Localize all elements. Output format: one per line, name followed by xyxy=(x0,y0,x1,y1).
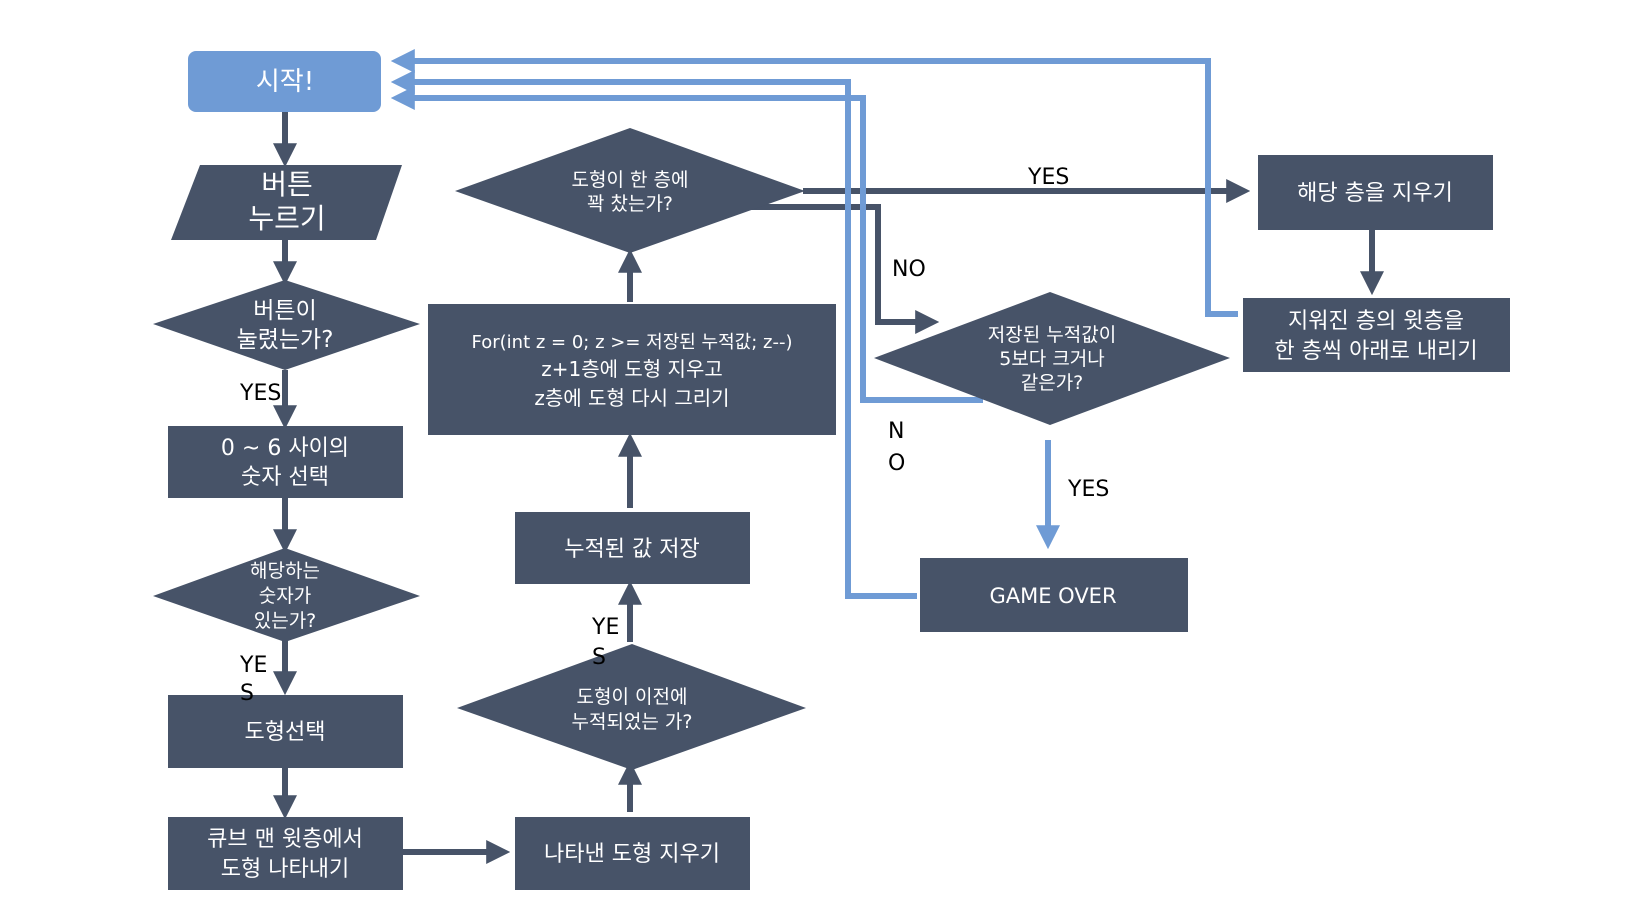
yes-button-pressed-label: YES xyxy=(239,381,281,406)
button-pressed-diamond xyxy=(153,280,420,370)
yes-number-exists-label-2: S xyxy=(240,681,254,706)
save-accumulated-node: 누적된 값 저장 xyxy=(515,512,750,584)
clear-layer-label: 해당 층을 지우기 xyxy=(1297,181,1453,206)
number-exists-label-3: 있는가? xyxy=(254,610,317,632)
no-layer-full-label: NO xyxy=(892,257,926,282)
number-exists-decision: 해당하는 숫자가 있는가? xyxy=(153,548,420,642)
select-shape-label: 도형선택 xyxy=(245,720,326,745)
yes-accumulated-label-1: YE xyxy=(591,615,619,640)
accumulated-decision: 도형이 이전에 누적되었는 가? xyxy=(457,644,806,770)
button-pressed-label-1: 버튼이 xyxy=(253,298,316,324)
accum-check-label-1: 저장된 누적값이 xyxy=(988,324,1116,346)
number-exists-label-2: 숫자가 xyxy=(259,585,311,607)
layer-full-decision: 도형이 한 층에 꽉 찼는가? xyxy=(455,128,805,253)
connectors xyxy=(273,112,1384,864)
press-button-label-2: 누르기 xyxy=(248,202,325,235)
show-shape-label-1: 큐브 맨 윗층에서 xyxy=(207,827,363,852)
accum-check-decision: 저장된 누적값이 5보다 크거나 같은가? xyxy=(874,292,1230,425)
for-loop-label-2: z+1층에 도형 지우고 xyxy=(541,357,723,381)
save-accumulated-label: 누적된 값 저장 xyxy=(564,537,699,562)
select-shape-box xyxy=(168,695,403,768)
select-number-label-2: 숫자 선택 xyxy=(241,465,329,490)
no-accum-check-label-2: O xyxy=(888,451,905,476)
accumulated-label-2: 누적되었는 가? xyxy=(571,711,692,733)
erase-shape-box xyxy=(515,817,750,890)
erase-shape-label: 나타낸 도형 지우기 xyxy=(544,842,720,867)
clear-layer-node: 해당 층을 지우기 xyxy=(1258,155,1493,230)
lower-layers-node: 지워진 층의 윗층을 한 층씩 아래로 내리기 xyxy=(1243,298,1510,372)
loop-gameover-to-start xyxy=(390,70,917,599)
show-shape-box xyxy=(168,817,403,890)
loop-lines xyxy=(390,49,1238,599)
select-number-box xyxy=(168,426,403,498)
lower-layers-label-2: 한 층씩 아래로 내리기 xyxy=(1274,339,1477,364)
arrow-full-no-to-accum-check xyxy=(745,204,940,334)
game-over-node: GAME OVER xyxy=(920,558,1188,632)
start-box xyxy=(188,51,381,112)
show-shape-label-2: 도형 나타내기 xyxy=(221,857,349,882)
select-number-label-1: 0 ~ 6 사이의 xyxy=(221,436,349,461)
edge-labels: YES YE S YE S YES NO N O YES xyxy=(239,165,1109,706)
accum-check-label-3: 같은가? xyxy=(1021,372,1084,394)
save-accumulated-box xyxy=(515,512,750,584)
clear-layer-box xyxy=(1258,155,1493,230)
no-accum-check-label-1: N xyxy=(888,419,904,444)
select-shape-node: 도형선택 xyxy=(168,695,403,768)
layer-full-label-2: 꽉 찼는가? xyxy=(587,193,673,215)
press-button-label-1: 버튼 xyxy=(261,168,313,201)
accumulated-diamond xyxy=(457,644,806,770)
yes-accum-check-label: YES xyxy=(1067,477,1109,502)
select-number-node: 0 ~ 6 사이의 숫자 선택 xyxy=(168,426,403,498)
number-exists-label-1: 해당하는 xyxy=(250,560,320,582)
loop-lower-to-start xyxy=(390,49,1238,317)
accum-check-label-2: 5보다 크거나 xyxy=(999,348,1105,370)
for-loop-label-1: For(int z = 0; z >= 저장된 누적값; z--) xyxy=(472,332,793,353)
lower-layers-box xyxy=(1243,298,1510,372)
number-exists-diamond xyxy=(153,548,420,642)
yes-layer-full-label: YES xyxy=(1027,165,1069,190)
press-button-shape xyxy=(171,165,402,240)
accumulated-label-1: 도형이 이전에 xyxy=(577,686,688,708)
yes-accumulated-label-2: S xyxy=(592,645,606,670)
yes-number-exists-label-1: YE xyxy=(239,653,267,678)
erase-shape-node: 나타낸 도형 지우기 xyxy=(515,817,750,890)
for-loop-box xyxy=(428,304,836,435)
layer-full-diamond xyxy=(455,128,805,253)
loop-accum-no-to-start xyxy=(390,86,983,403)
button-pressed-label-2: 눌렸는가? xyxy=(237,327,334,353)
lower-layers-label-1: 지워진 층의 윗층을 xyxy=(1288,309,1464,334)
for-loop-node: For(int z = 0; z >= 저장된 누적값; z--) z+1층에 … xyxy=(428,304,836,435)
game-over-box xyxy=(920,558,1188,632)
press-button-node: 버튼 누르기 xyxy=(171,165,402,240)
start-label: 시작! xyxy=(256,67,314,97)
accum-check-diamond xyxy=(874,292,1230,425)
game-over-label: GAME OVER xyxy=(989,584,1116,608)
layer-full-label-1: 도형이 한 층에 xyxy=(572,169,689,191)
for-loop-label-3: z층에 도형 다시 그리기 xyxy=(534,386,729,410)
start-node: 시작! xyxy=(188,51,381,112)
show-shape-node: 큐브 맨 윗층에서 도형 나타내기 xyxy=(168,817,403,890)
button-pressed-decision: 버튼이 눌렸는가? xyxy=(153,280,420,370)
